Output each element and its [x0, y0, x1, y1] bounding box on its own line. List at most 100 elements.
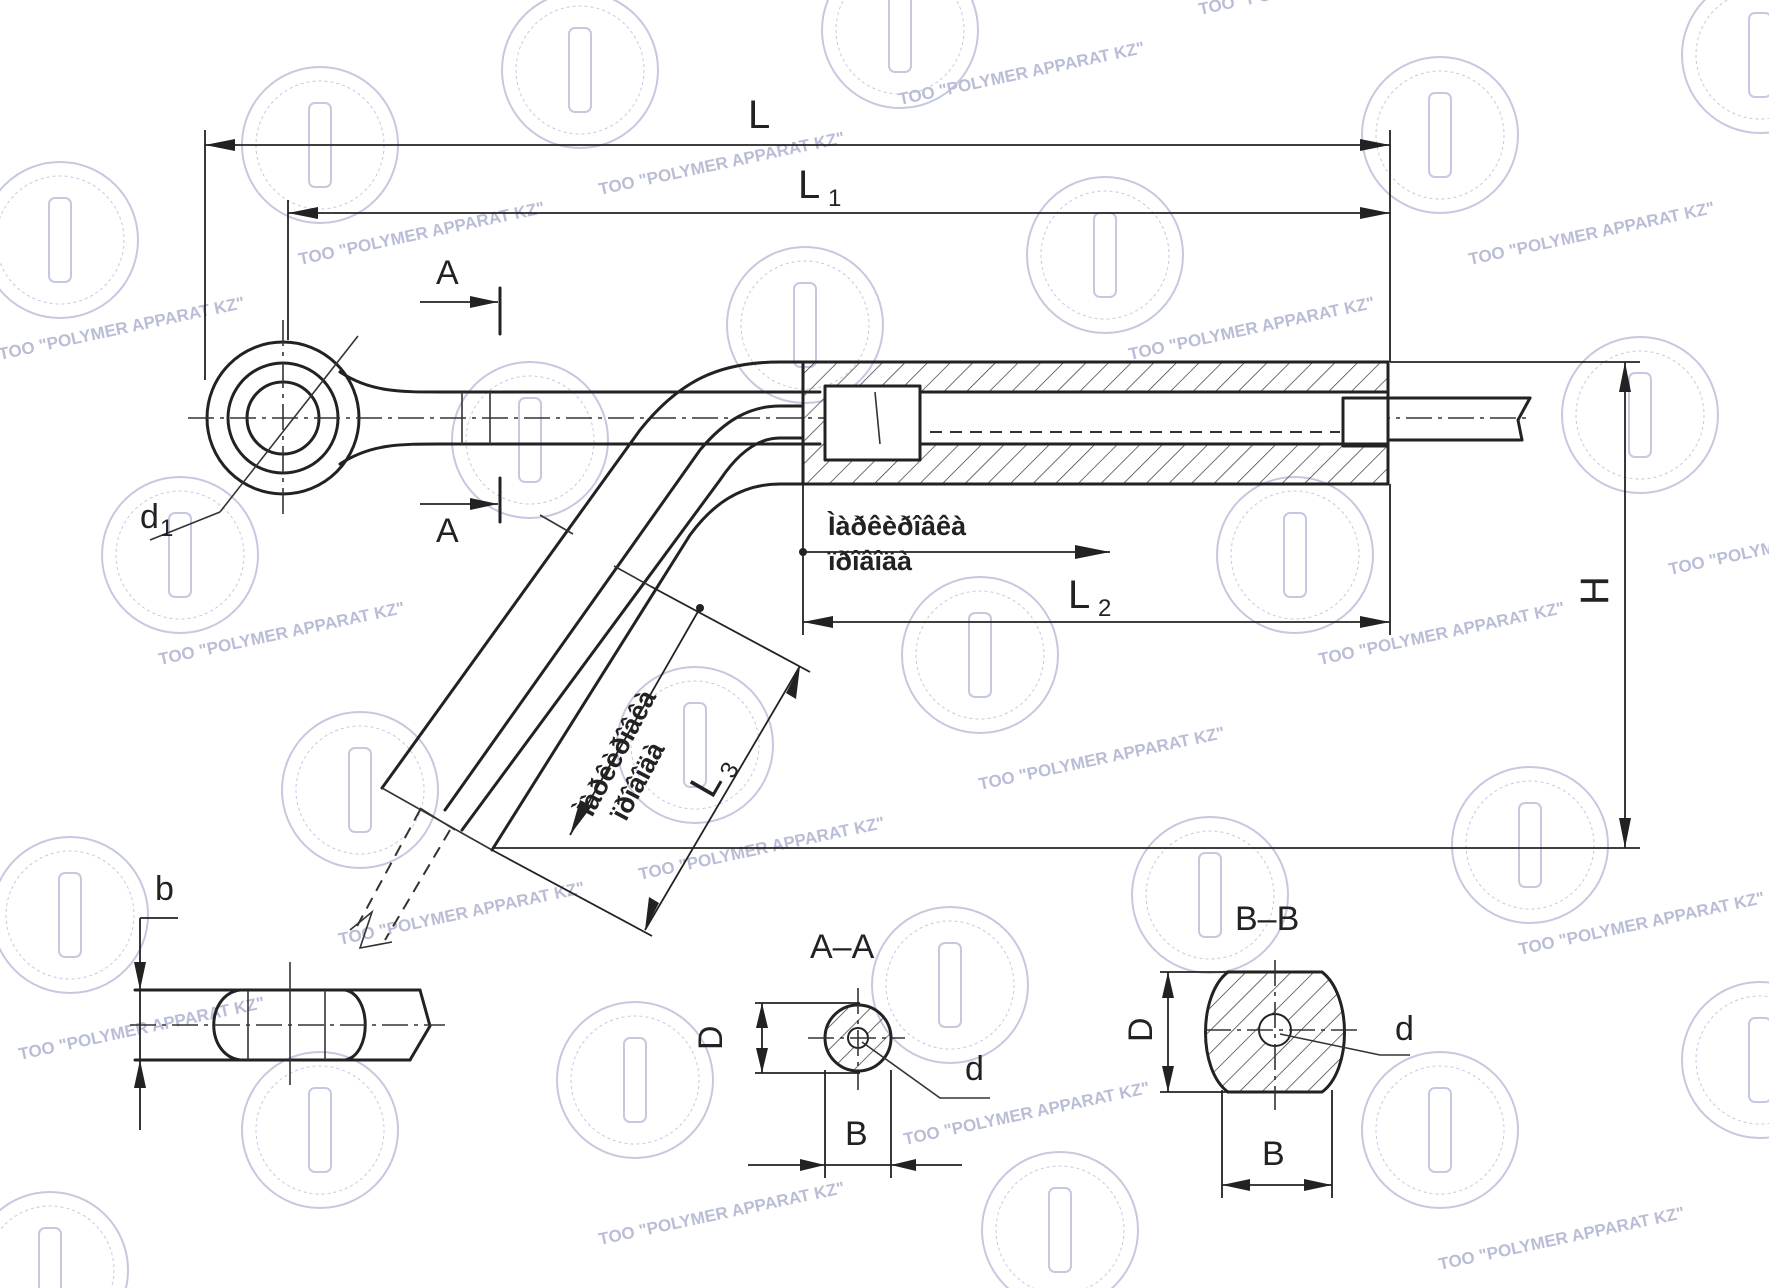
watermark-seal: [0, 161, 139, 319]
section-a-label-d: d: [965, 1050, 984, 1088]
insulator-icon: [968, 612, 992, 698]
press-sleeve: [801, 360, 1532, 486]
watermark-seal: [501, 0, 659, 149]
insulator-icon: [1198, 852, 1222, 938]
watermark-seal: [1026, 176, 1184, 334]
watermark-seal-inner: [740, 260, 870, 390]
watermark-seal: [281, 711, 439, 869]
watermark-text: TOO "POLYMER APPARAT KZ": [897, 38, 1146, 109]
label-L2: L: [1068, 573, 1090, 617]
watermark-seal-inner: [1695, 0, 1769, 120]
watermark-seal-inner: [465, 375, 595, 505]
insulator-icon: [1093, 212, 1117, 298]
watermark-seal-inner: [885, 920, 1015, 1050]
label-L1-sub: 1: [828, 185, 841, 212]
section-b-b: B–B D B d: [1122, 900, 1414, 1198]
insulator-icon: [308, 1087, 332, 1173]
watermark-text: TOO "POLYMER APPARAT KZ": [1467, 198, 1716, 269]
watermark-seal-inner: [915, 590, 1045, 720]
watermark-seal: [1216, 476, 1374, 634]
insulator-icon: [1748, 1017, 1769, 1103]
insulator-icon: [1428, 92, 1452, 178]
label-L2-sub: 2: [1098, 595, 1111, 622]
watermark-seal-inner: [1040, 190, 1170, 320]
watermark-seal-inner: [1575, 350, 1705, 480]
watermark-text: TOO "POLYMER APPARAT KZ": [977, 723, 1226, 794]
insulator-icon: [1428, 1087, 1452, 1173]
watermark-text: TOO "POLYMER APPARAT KZ": [1127, 293, 1376, 364]
watermark-seal: [556, 1001, 714, 1159]
label-L: L: [748, 93, 770, 137]
note-horizontal-line2: ïðîâîäà: [827, 546, 913, 576]
insulator-icon: [1283, 512, 1307, 598]
dimension-lines: [204, 130, 1640, 937]
watermark-text: TOO "POLYMER APPARAT KZ": [902, 1078, 1151, 1149]
bent-conductor: [349, 360, 805, 950]
watermark-text: TOO "POLYMER APPARAT KZ": [17, 993, 266, 1064]
marking-notes: Ìàðêèðîâêà ïðîâîäà Ìàðêèðîâêà ïðîâîäà: [569, 510, 967, 826]
insulator-icon: [888, 0, 912, 73]
insulator-icon: [348, 747, 372, 833]
watermark-seal-inner: [570, 1015, 700, 1145]
section-b-label-D: D: [1122, 1017, 1160, 1042]
watermark-seal: [871, 906, 1029, 1064]
watermark-seal-inner: [295, 725, 425, 855]
watermark-seal: [1361, 1051, 1519, 1209]
insulator-icon: [568, 27, 592, 113]
insulator-icon: [1628, 372, 1652, 458]
watermark-seal-inner: [515, 5, 645, 135]
watermark-seal-inner: [1465, 780, 1595, 910]
watermark-seal: [1561, 336, 1719, 494]
watermark-seal: [1451, 766, 1609, 924]
section-a-label-D: D: [692, 1025, 730, 1050]
section-a-label-B: B: [845, 1115, 868, 1153]
watermark-text: TOO "POLYMER APPARAT KZ": [1197, 0, 1446, 19]
watermark-text: TOO "POLYMER APPARAT KZ": [297, 198, 546, 269]
watermark-seal-inner: [1695, 995, 1769, 1125]
watermark-text: TOO "POLYMER APPARAT KZ": [1517, 888, 1766, 959]
watermark-seal: [1361, 56, 1519, 214]
insulator-icon: [48, 197, 72, 283]
watermark-text: TOO "POLYMER APPARAT KZ": [337, 878, 586, 949]
watermark-seal: [0, 1191, 129, 1288]
insulator-icon: [938, 942, 962, 1028]
note-horizontal-line1: Ìàðêèðîâêà: [827, 510, 967, 541]
watermark-seal-inner: [835, 0, 965, 95]
label-L1: L: [798, 163, 820, 207]
label-d1: d: [140, 498, 159, 536]
watermark-text: TOO "POLYMER APPARAT KZ": [1437, 1203, 1686, 1274]
insulator-icon: [518, 397, 542, 483]
section-a-title: A–A: [810, 928, 875, 966]
watermark-seal-inner: [255, 1065, 385, 1195]
section-a-a: A–A D B d: [692, 928, 990, 1178]
watermark-seal: [451, 361, 609, 519]
watermark-seal: [1681, 0, 1769, 134]
insulator-icon: [168, 512, 192, 598]
insulator-icon: [793, 282, 817, 368]
watermark-seal: [981, 1151, 1139, 1288]
section-b-label-B: B: [1262, 1135, 1285, 1173]
insulator-icon: [1048, 1187, 1072, 1273]
watermark-seal: [821, 0, 979, 109]
watermark-text: TOO "POLYMER APPARAT KZ": [0, 293, 246, 364]
watermark-seal: [901, 576, 1059, 734]
watermark-seal: [0, 836, 149, 994]
section-mark-a-top: A: [436, 254, 459, 292]
watermark-seal-inner: [630, 680, 760, 810]
watermark-seal-inner: [995, 1165, 1125, 1288]
watermark-seal: [241, 1051, 399, 1209]
watermark-seal-inner: [1145, 830, 1275, 960]
label-d1-sub: 1: [160, 515, 173, 542]
watermark-text: TOO "POLYMER APPARAT KZ": [597, 1178, 846, 1249]
label-H: H: [1573, 576, 1617, 605]
insulator-icon: [683, 702, 707, 788]
watermark-text: TOO "POLYMER APPARAT KZ": [1667, 508, 1769, 579]
watermark-seal-inner: [5, 850, 135, 980]
watermark-seal-inner: [0, 175, 125, 305]
watermark-text: TOO "POLYMER APPARAT KZ": [1317, 598, 1566, 669]
insulator-icon: [1518, 802, 1542, 888]
section-mark-a-bottom: A: [436, 512, 459, 550]
watermark-seal-inner: [1230, 490, 1360, 620]
